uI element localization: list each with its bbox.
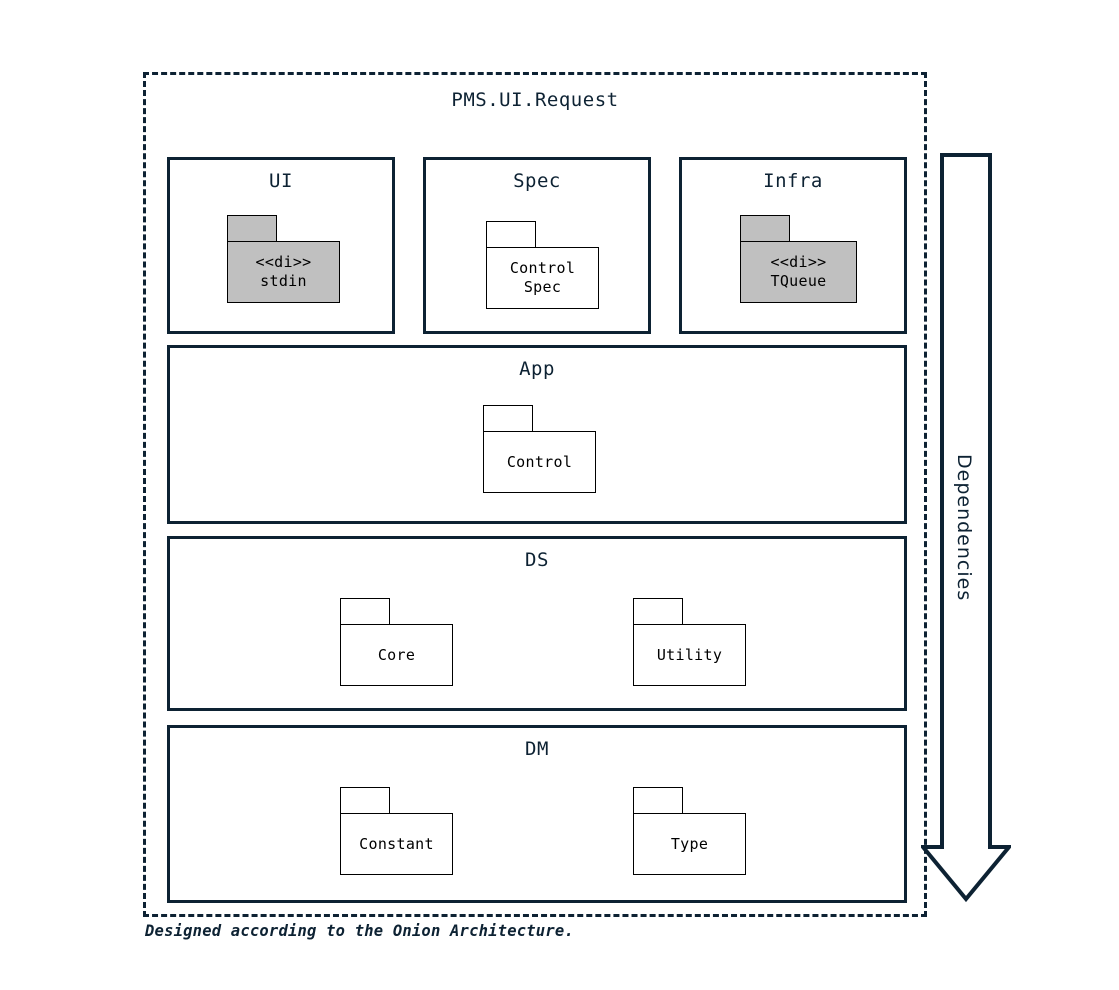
arrow-down-icon (921, 153, 1011, 903)
system-boundary: PMS.UI.Request UI <<di>> stdin Spec Cont… (143, 72, 927, 917)
layer-box-ui[interactable]: UI <<di>> stdin (167, 157, 395, 334)
layer-box-infra[interactable]: Infra <<di>> TQueue (679, 157, 907, 334)
package-body: <<di>> stdin (227, 241, 340, 303)
package-stereotype: <<di>> (255, 253, 312, 272)
package-body: <<di>> TQueue (740, 241, 857, 303)
package-label: Constant (359, 834, 434, 853)
layer-title-infra: Infra (763, 170, 823, 192)
package-tab (340, 598, 390, 625)
package-body: Control Spec (486, 247, 599, 309)
layer-title-dm: DM (525, 738, 549, 760)
layer-box-ds[interactable]: DS Core Utility (167, 536, 907, 711)
layer-box-dm[interactable]: DM Constant Type (167, 725, 907, 903)
package-tab (483, 405, 533, 432)
package-label-line2: Spec (523, 278, 562, 296)
package-body: Core (340, 624, 453, 686)
package-label: Utility (656, 645, 723, 664)
package-tab (340, 787, 390, 814)
package-body: Control (483, 431, 596, 493)
package-body: Utility (633, 624, 746, 686)
page-title: PMS.UI.Request (451, 89, 619, 111)
package-label-line1: Control (509, 259, 576, 278)
diagram-caption: Designed according to the Onion Architec… (145, 922, 574, 940)
package-tab (486, 221, 536, 248)
package-tab (633, 598, 683, 625)
dependencies-arrow (921, 153, 1011, 903)
layer-title-ds: DS (525, 549, 549, 571)
package-label: TQueue (770, 272, 827, 290)
package-label: Control (506, 452, 573, 471)
package-label: Core (377, 645, 416, 664)
layer-title-ui: UI (269, 170, 293, 192)
package-tab (633, 787, 683, 814)
package-tab (227, 215, 277, 242)
layer-title-spec: Spec (513, 170, 561, 192)
layer-title-app: App (519, 358, 555, 380)
package-tab (740, 215, 790, 242)
package-body: Constant (340, 813, 453, 875)
package-label: stdin (260, 272, 307, 290)
layer-box-app[interactable]: App Control (167, 345, 907, 524)
package-body: Type (633, 813, 746, 875)
package-label: Type (670, 834, 709, 853)
package-stereotype: <<di>> (770, 253, 827, 272)
layer-box-spec[interactable]: Spec Control Spec (423, 157, 651, 334)
